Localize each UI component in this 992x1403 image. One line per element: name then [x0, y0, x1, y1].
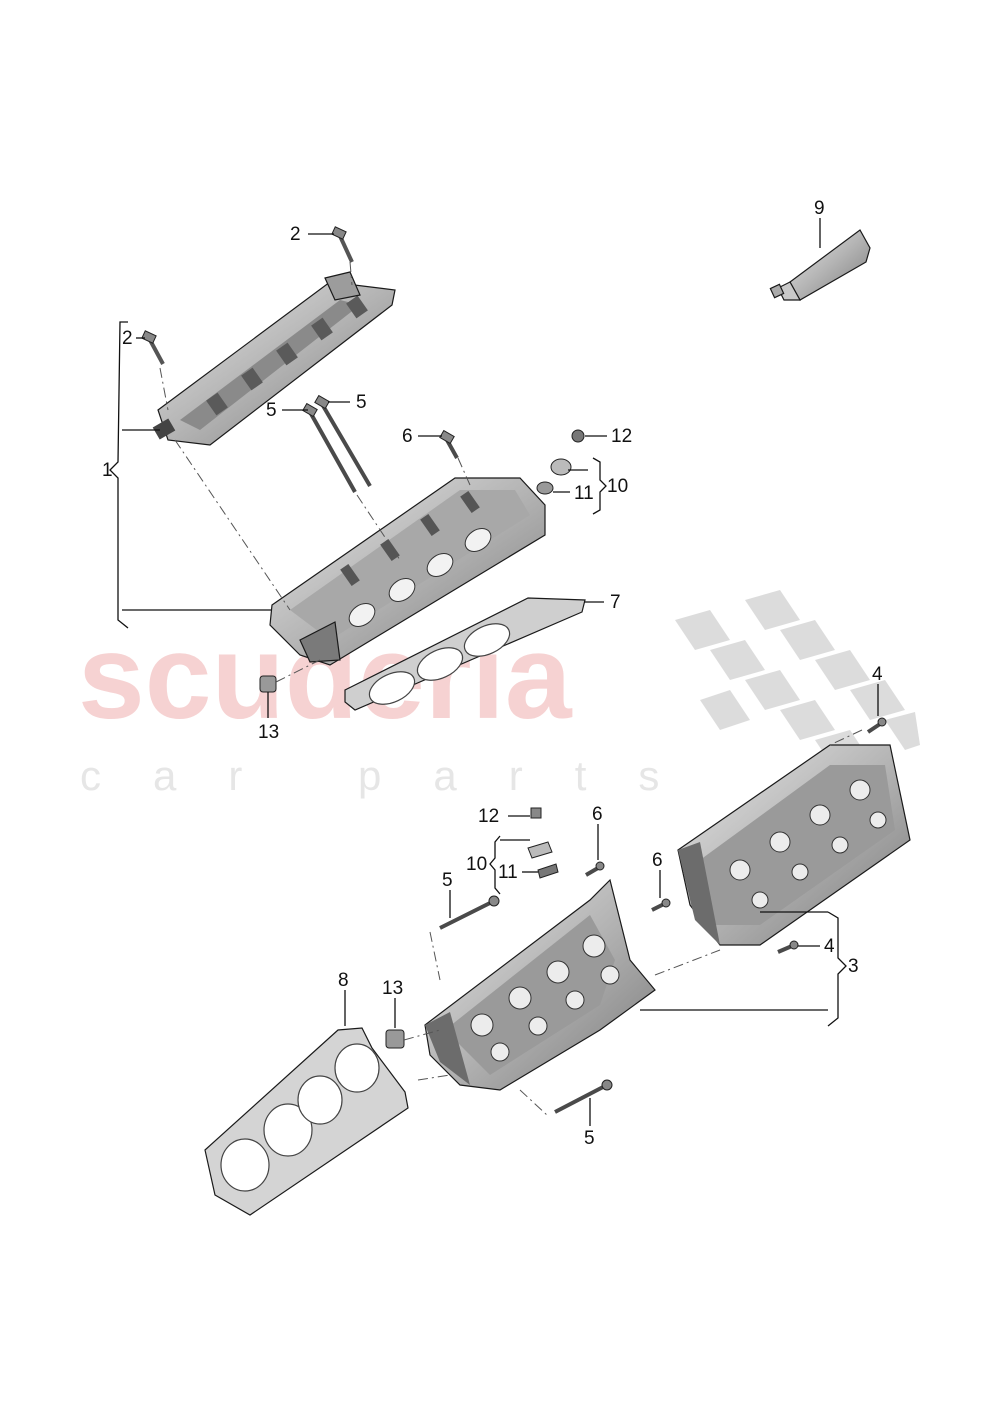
plug-part-13-bottom — [385, 1029, 405, 1049]
plug-part-12-bottom — [530, 807, 542, 819]
bolt-part-6-bottom — [584, 861, 605, 877]
bracket-10a — [592, 457, 607, 515]
callout-7: 7 — [610, 592, 621, 613]
callout-6b: 6 — [592, 804, 603, 825]
callout-6c: 6 — [652, 850, 663, 871]
sealant-tube-part-9 — [769, 229, 871, 301]
head-gasket-part-8 — [204, 1027, 409, 1216]
dash-4a — [829, 729, 863, 746]
cylinder-head-top — [269, 477, 546, 666]
dash-carrier — [174, 439, 291, 611]
camshaft-carrier-top — [152, 271, 396, 446]
bolt-part-6-right — [651, 898, 671, 912]
bolt-part-2-top — [331, 226, 354, 263]
cylinder-head-bottom-left — [424, 878, 656, 1091]
callout-8: 8 — [338, 970, 349, 991]
head-bolts-part-5-top — [302, 394, 372, 493]
callout-13a: 13 — [258, 722, 279, 743]
dash-5-top — [356, 494, 401, 561]
callout-11b: 11 — [498, 862, 518, 883]
dash-8 — [417, 1074, 451, 1081]
plug-part-12-top — [571, 429, 585, 443]
callout-4a: 4 — [872, 664, 883, 685]
callout-11a: 11 — [574, 483, 594, 504]
callout-1: 1 — [102, 460, 113, 481]
dash-2a — [349, 261, 353, 286]
bracket-10b — [489, 835, 501, 895]
cylinder-head-bottom-right — [677, 744, 911, 946]
callout-5d: 5 — [584, 1128, 595, 1149]
bolt-part-2-left — [141, 330, 165, 365]
callout-6a: 6 — [402, 426, 413, 447]
callout-13b: 13 — [382, 978, 403, 999]
callout-5b: 5 — [356, 392, 367, 413]
head-gasket-part-7 — [344, 597, 586, 711]
head-bolt-part-5-bottom — [554, 1079, 613, 1114]
callout-5c: 5 — [442, 870, 453, 891]
bolt-part-6-top — [439, 429, 459, 459]
callout-4b: 4 — [824, 936, 835, 957]
callout-9: 9 — [814, 198, 825, 219]
callout-10b: 10 — [466, 854, 487, 875]
bracket-3 — [827, 911, 847, 1027]
dash-2b — [159, 367, 169, 411]
cover-part-10-top — [536, 458, 572, 495]
callout-2a: 2 — [290, 224, 301, 245]
head-bolt-part-5-mid — [439, 895, 500, 930]
bracket-1 — [109, 321, 129, 629]
bolt-part-4-right — [777, 940, 799, 954]
dash-6c — [654, 949, 721, 976]
cover-part-10-bottom — [527, 841, 559, 879]
callout-3: 3 — [848, 956, 859, 977]
bolt-part-4-top — [866, 717, 887, 734]
callout-2b: 2 — [122, 328, 133, 349]
dash-6-top — [457, 457, 471, 486]
dash-13b — [403, 1029, 441, 1041]
callout-12b: 12 — [478, 806, 499, 827]
dash-5d — [519, 1089, 549, 1117]
dash-13-top — [275, 659, 321, 683]
dash-5c — [429, 931, 441, 981]
callout-5a: 5 — [266, 400, 277, 421]
callout-10a: 10 — [607, 476, 628, 497]
watermark-tagline: car parts — [80, 752, 711, 799]
callout-12a: 12 — [611, 426, 632, 447]
plug-part-13-top — [259, 675, 277, 693]
